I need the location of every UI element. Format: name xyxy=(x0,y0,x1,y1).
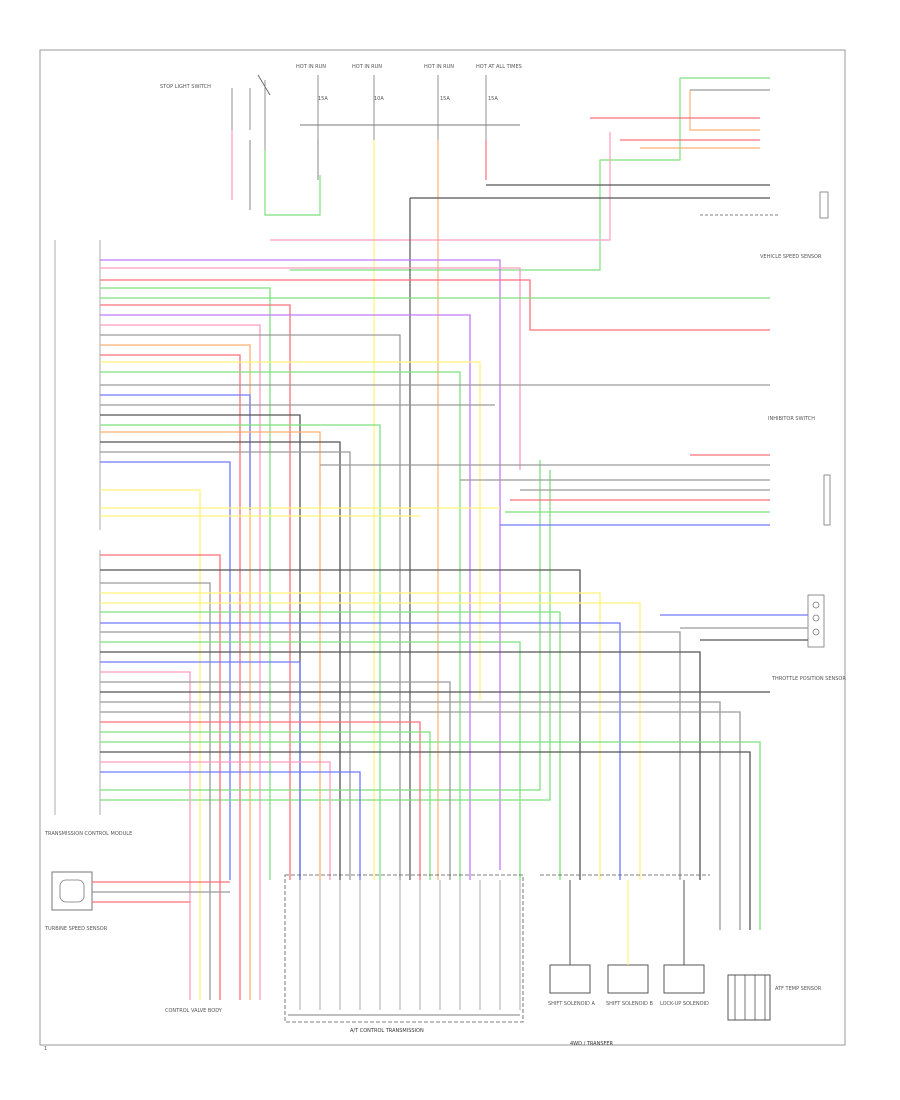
atf-temp-sensor: ATF TEMP SENSOR xyxy=(727,974,822,1021)
fuse-label-4: HOT AT ALL TIMES xyxy=(476,64,522,70)
at-unit-label: A/T CONTROL TRANSMISSION xyxy=(350,1028,424,1034)
solenoid-a-label: SHIFT SOLENOID A xyxy=(548,1001,595,1007)
vss-label: VEHICLE SPEED SENSOR xyxy=(760,254,822,260)
fuse-value-3: 15A xyxy=(440,96,450,102)
page-number: 1 xyxy=(44,1046,47,1052)
harness-lower xyxy=(100,554,770,1000)
fuse-value-4: 15A xyxy=(488,96,498,102)
tcm-label: TRANSMISSION CONTROL MODULE xyxy=(44,831,132,837)
turbine-label: TURBINE SPEED SENSOR xyxy=(44,926,108,932)
solenoids: SHIFT SOLENOID A SHIFT SOLENOID B LOCK-U… xyxy=(540,874,710,1047)
tcm-lower: TRANSMISSION CONTROL MODULE TURBINE SPEE… xyxy=(44,831,230,1014)
diagram-frame xyxy=(39,49,846,1046)
fuse-value-2: 10A xyxy=(374,96,384,102)
shift-solenoid-b xyxy=(607,964,649,994)
atf-label: ATF TEMP SENSOR xyxy=(775,986,822,992)
turbine-speed-sensor-box xyxy=(51,871,93,911)
inhibitor-label: INHIBITOR SWITCH xyxy=(768,416,815,422)
footer-label: 4WD / TRANSFER xyxy=(570,1041,614,1047)
solenoid-b-label: SHIFT SOLENOID B xyxy=(606,1001,653,1007)
fuse-value-1: 15A xyxy=(318,96,328,102)
throttle-position-sensor: THROTTLE POSITION SENSOR xyxy=(660,594,846,682)
fuse-label-2: HOT IN RUN xyxy=(352,64,382,70)
throttle-label: THROTTLE POSITION SENSOR xyxy=(771,676,846,682)
pin-ticks xyxy=(299,880,521,1010)
tcm-connector-upper xyxy=(54,240,101,815)
control-valve-label: CONTROL VALVE BODY xyxy=(165,1008,223,1014)
right-top-connectors: VEHICLE SPEED SENSOR xyxy=(270,77,829,880)
fuse-block: HOT IN RUN HOT IN RUN HOT IN RUN HOT AT … xyxy=(296,64,522,880)
at-control-unit: A/T CONTROL TRANSMISSION xyxy=(284,874,524,1034)
brake-switch-label: STOP LIGHT SWITCH xyxy=(160,84,211,90)
shift-solenoid-a xyxy=(549,964,591,994)
fuse-label-1: HOT IN RUN xyxy=(296,64,326,70)
stop-light-switch: STOP LIGHT SWITCH xyxy=(160,74,321,216)
fuse-label-3: HOT IN RUN xyxy=(424,64,454,70)
harness-upper xyxy=(100,259,770,1000)
lockup-label: LOCK-UP SOLENOID xyxy=(660,1001,709,1007)
lock-up-solenoid xyxy=(663,964,705,994)
